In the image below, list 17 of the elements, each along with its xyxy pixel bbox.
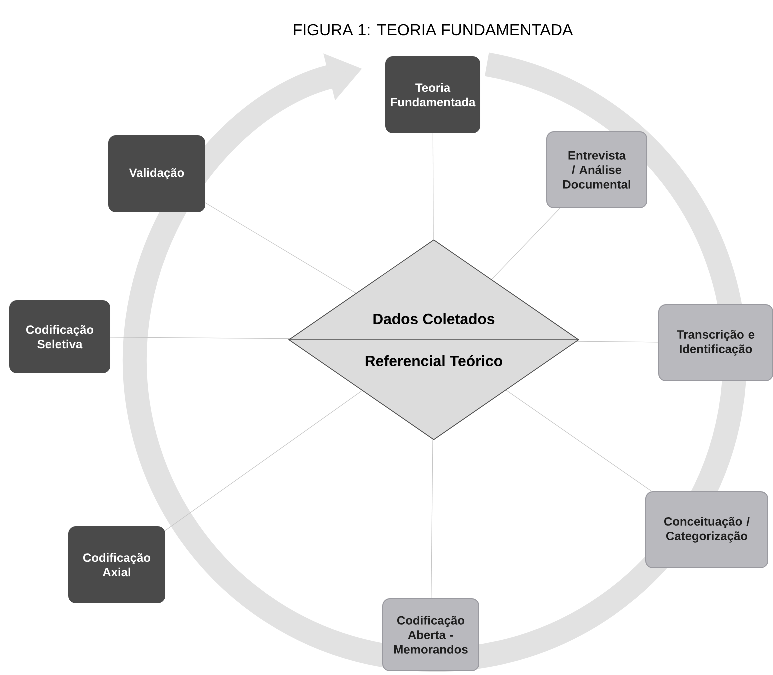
connector-line <box>165 390 363 531</box>
process-box: Validação <box>108 136 206 212</box>
process-box: Codificação Seletiva <box>10 300 110 374</box>
process-box: Codificação Axial <box>68 526 166 604</box>
title: FIGURA 1: TEORIA FUNDAMENTADA <box>294 24 574 36</box>
connector-line <box>432 133 434 240</box>
process-box: Entrevista / Análise Documental <box>546 132 648 208</box>
connector-line <box>205 202 356 294</box>
connector-line <box>431 439 434 599</box>
connector-line <box>506 390 652 492</box>
connector-line <box>576 341 659 343</box>
connector-line <box>492 208 560 280</box>
process-box: Conceituação / Categorização <box>646 492 768 568</box>
process-box: Teoria Fundamentada <box>386 56 480 134</box>
process-box: Codificação Aberta - Memorandos <box>382 598 480 672</box>
process-box: Transcrição e Identificação <box>658 304 773 382</box>
connector-line <box>110 337 291 340</box>
